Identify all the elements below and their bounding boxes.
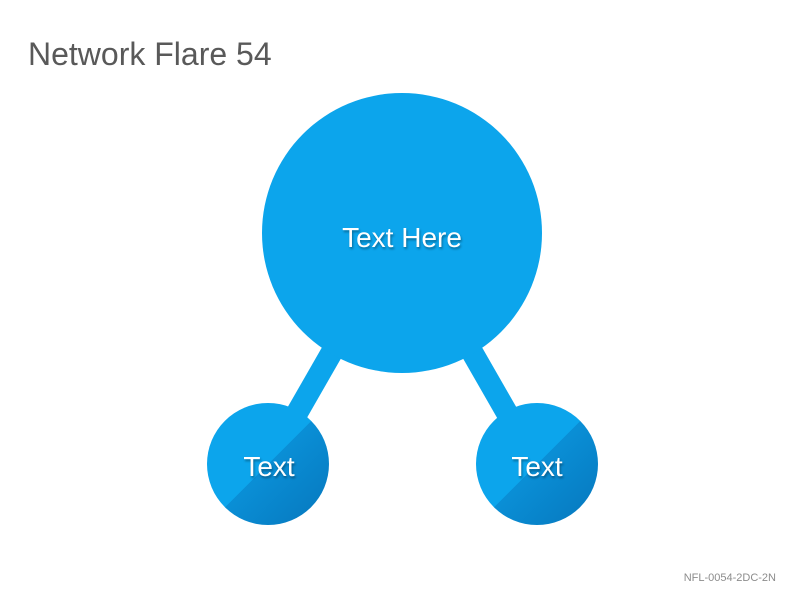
child-node-right-circle	[476, 403, 598, 525]
connector-right	[458, 339, 517, 419]
main-node-circle	[262, 93, 542, 373]
slide-title: Network Flare 54	[28, 36, 272, 72]
child-node-right-label: Text	[511, 451, 563, 482]
connector-left	[287, 339, 346, 419]
slide-code: NFL-0054-2DC-2N	[683, 572, 776, 584]
child-node-left-label: Text	[243, 451, 295, 482]
child-node-left-circle	[207, 403, 329, 525]
main-node-label: Text Here	[342, 222, 462, 253]
